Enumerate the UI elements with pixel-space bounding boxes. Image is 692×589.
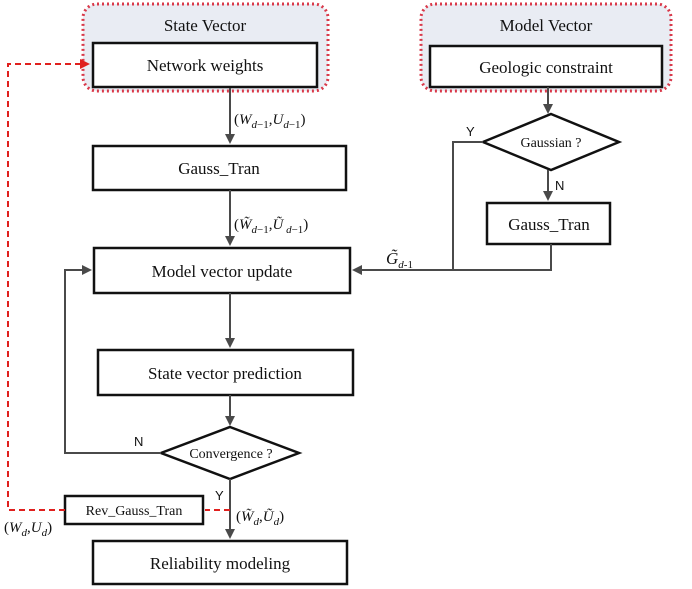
convergence-no-label: N	[134, 434, 143, 449]
gaussian-diamond	[479, 112, 623, 172]
arrow-gauss-right-to-merge	[453, 244, 552, 271]
rev-gauss-tran-box	[63, 494, 205, 526]
label-w-u-prev-tilde: (W̃d−1,Ũ d−1)	[234, 216, 308, 236]
label-g-tilde: G̃d-1	[386, 249, 413, 271]
gaussian-yes-label: Y	[466, 124, 475, 139]
model-vector-update-box	[92, 246, 352, 295]
model-vector-title: Model Vector	[500, 16, 593, 35]
convergence-label: Convergence ?	[189, 447, 272, 462]
arrow-gaussian-yes	[352, 141, 483, 275]
state-vector-prediction-label: State vector prediction	[148, 364, 302, 383]
model-vector-group: Model Vector Geologic constraint	[419, 2, 673, 93]
label-w-u-d: (Wd,Ud)	[4, 520, 52, 539]
network-weights-box: Network weights	[147, 56, 264, 75]
model-vector-update-label: Model vector update	[152, 262, 293, 281]
gauss-tran-right-label: Gauss_Tran	[508, 215, 590, 234]
gaussian-label: Gaussian ?	[520, 136, 581, 151]
arrow-convergence-no-loop	[64, 265, 161, 454]
gaussian-no-label: N	[555, 178, 564, 193]
label-w-u-d-tilde: (W̃d,Ũd)	[236, 508, 284, 528]
convergence-yes-label: Y	[215, 488, 224, 503]
rev-gauss-tran-label: Rev_Gauss_Tran	[86, 504, 183, 519]
gauss-tran-left-label: Gauss_Tran	[178, 159, 260, 178]
label-w-u-prev: (Wd−1,Ud−1)	[234, 112, 306, 131]
state-vector-title: State Vector	[164, 16, 247, 35]
geologic-constraint-box: Geologic constraint	[479, 58, 613, 77]
reliability-modeling-label: Reliability modeling	[150, 554, 291, 573]
gauss-tran-right-box	[485, 201, 612, 246]
state-vector-group: State Vector Network weights	[81, 2, 330, 93]
feedback-dash-to-network	[7, 59, 90, 511]
state-vector-prediction-box	[96, 348, 355, 397]
reliability-modeling-box	[91, 539, 349, 586]
gauss-tran-left-box	[91, 144, 348, 192]
